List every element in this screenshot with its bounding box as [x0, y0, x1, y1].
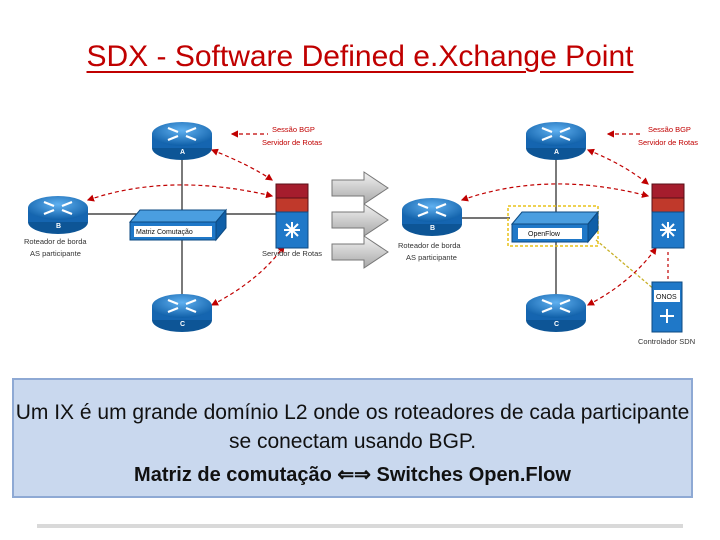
router-a-left: A — [150, 120, 214, 162]
svg-text:ONOS: ONOS — [656, 294, 677, 301]
session-label-right-1: Sessão BGP — [648, 125, 691, 134]
router-b-right: B — [400, 196, 464, 238]
route-server-right — [651, 183, 685, 249]
transition-arrows — [331, 171, 389, 269]
svg-text:OpenFlow: OpenFlow — [528, 231, 561, 238]
left-network: A B C Matriz Comutação Sessão BGP Servid… — [24, 120, 322, 334]
router-b-left-label-2: AS participante — [30, 249, 81, 258]
router-c-left: C — [150, 292, 214, 334]
svg-text:Matriz Comutação: Matriz Comutação — [136, 229, 193, 236]
info-box: Um IX é um grande domínio L2 onde os rot… — [12, 378, 693, 498]
svg-text:C: C — [554, 321, 559, 328]
info-main-text: Um IX é um grande domínio L2 onde os rot… — [15, 401, 690, 453]
info-sub-text: Matriz de comutação ⇐⇒ Switches Open.Flo… — [134, 464, 571, 486]
svg-text:A: A — [554, 149, 559, 156]
sdn-controller: ONOS — [651, 281, 683, 333]
svg-text:B: B — [430, 225, 435, 232]
right-network: A B C OpenFlow ONOS S — [398, 120, 698, 346]
router-c-right: C — [524, 292, 588, 334]
switch-left: Matriz Comutação — [128, 208, 228, 242]
controller-label: Controlador SDN — [638, 337, 695, 346]
router-b-right-label-2: AS participante — [406, 253, 457, 262]
session-label-right-2: Servidor de Rotas — [638, 138, 698, 147]
openflow-switch: OpenFlow — [507, 205, 600, 247]
svg-text:A: A — [180, 149, 185, 156]
router-a-right: A — [524, 120, 588, 162]
svg-text:C: C — [180, 321, 185, 328]
page-title: SDX - Software Defined e.Xchange Point — [86, 40, 634, 73]
router-b-left-label-1: Roteador de borda — [24, 237, 87, 246]
session-label-left-1: Sessão BGP — [272, 125, 315, 134]
route-server-left-label: Servidor de Rotas — [262, 249, 322, 258]
router-b-left: B — [26, 194, 90, 236]
svg-text:B: B — [56, 223, 61, 230]
network-diagram: A B C Matriz Comutação Sessão BGP Servid… — [24, 120, 698, 346]
router-b-right-label-1: Roteador de borda — [398, 241, 461, 250]
session-label-left-2: Servidor de Rotas — [262, 138, 322, 147]
footer-divider — [37, 524, 683, 528]
route-server-left — [275, 183, 309, 249]
